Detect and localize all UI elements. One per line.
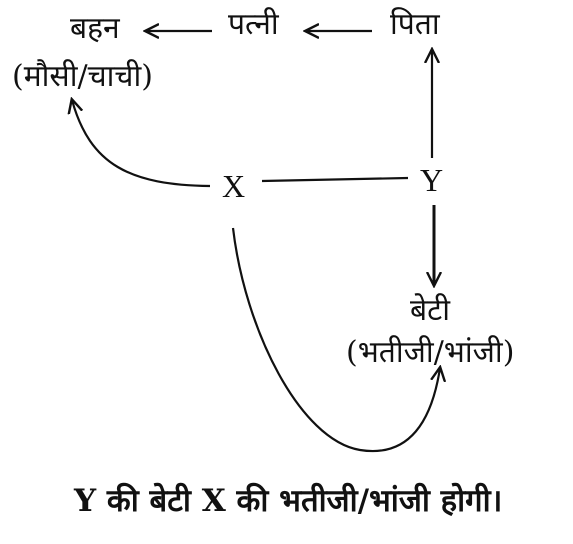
node-daughter-sub: (भतीजी/भांजी) <box>346 335 515 370</box>
arrow-x-to-sister <box>72 100 211 188</box>
node-sister-sub: (मौसी/चाची) <box>12 59 153 94</box>
node-wife: पत्नी <box>228 7 279 42</box>
arrow-x-to-daughter <box>231 227 440 453</box>
node-daughter: बेटी <box>410 293 451 328</box>
line-x-to-y <box>261 176 409 183</box>
node-y: Y <box>420 162 444 198</box>
node-sister: बहन <box>70 11 120 46</box>
node-x: X <box>222 168 246 204</box>
diagram-caption: Y की बेटी X की भतीजी/भांजी होगी। <box>74 483 503 519</box>
node-father: पिता <box>390 7 440 42</box>
